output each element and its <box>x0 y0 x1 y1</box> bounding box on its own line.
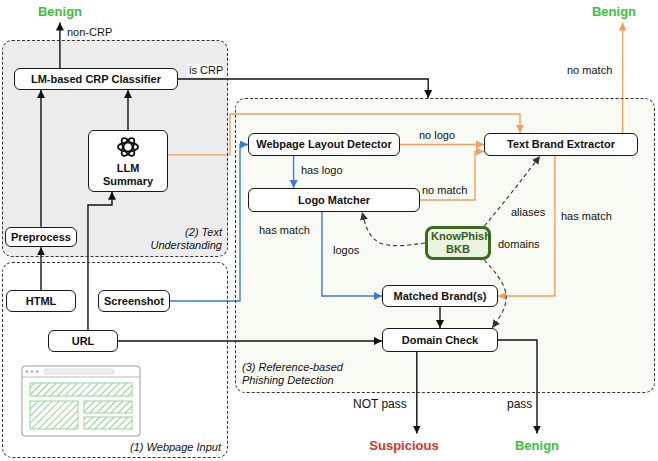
node-label: Matched Brand(s) <box>394 290 487 303</box>
node-label: Benign <box>515 438 559 453</box>
node-label: LM-based CRP Classifier <box>31 73 161 86</box>
group-heading: (1) Webpage Input <box>130 441 221 454</box>
node-label: KnowPhish BKB <box>431 230 485 255</box>
edge-label: logos <box>332 244 360 257</box>
llm-icon-stroke <box>119 136 137 158</box>
edge-label: domains <box>497 238 541 251</box>
edge-label: NOT pass <box>352 398 408 412</box>
llm-icon-stroke <box>118 143 138 152</box>
group-fill <box>2 262 228 458</box>
node-label: Screenshot <box>104 295 164 308</box>
group-heading: (2) Text Understanding <box>138 226 222 252</box>
group-region: (3) Reference-based Phishing Detection We… <box>235 98 655 393</box>
process-box: LLM Summary <box>88 130 168 191</box>
outcome-label: Suspicious <box>363 434 444 457</box>
input-box: URL <box>48 330 118 352</box>
outcome-label: Benign <box>505 434 569 457</box>
content-block <box>84 401 132 413</box>
node-label: HTML <box>26 295 57 308</box>
knowledge-base: KnowPhish BKB <box>425 226 491 260</box>
content-block <box>84 417 132 429</box>
group-region: (1) Webpage Input HTML ScreenshotURL <box>2 262 228 458</box>
node-label: LLM Summary <box>99 162 157 187</box>
flow-arrow <box>59 23 60 69</box>
group-heading: (3) Reference-based Phishing Detection <box>242 361 370 387</box>
edge-label: has match <box>560 210 613 223</box>
node-label: Domain Check <box>402 334 478 347</box>
outcome-label: Benign <box>582 0 646 23</box>
browser-window <box>22 366 140 436</box>
dashed-reference-arrow <box>362 212 425 246</box>
node-label: Suspicious <box>369 438 438 453</box>
group-fill <box>235 98 655 393</box>
group-fill <box>2 40 228 257</box>
content-block <box>30 401 78 429</box>
edge-label: no logo <box>418 129 456 142</box>
edge-label: non-CRP <box>66 26 113 39</box>
edge-label: has logo <box>300 164 344 177</box>
process-box: LM-based CRP Classifier <box>14 68 178 90</box>
process-box: Domain Check <box>382 328 498 352</box>
flow-arrow <box>439 307 440 328</box>
flow-arrow <box>118 340 382 341</box>
node-label: URL <box>72 335 95 348</box>
browser-button <box>36 370 39 373</box>
flow-arrow <box>178 79 428 98</box>
llm-icon <box>115 134 141 160</box>
node-label: Webpage Layout Detector <box>256 138 392 151</box>
flow-arrow <box>40 90 41 227</box>
llm-icon-stroke <box>119 136 137 158</box>
address-bar <box>44 369 114 374</box>
edge-label: is CRP <box>188 64 224 77</box>
process-box: Text Brand Extractor <box>484 133 638 156</box>
flow-arrow <box>40 247 41 290</box>
process-box: Preprocess <box>5 227 77 248</box>
edge-label: no match <box>421 184 468 197</box>
node-label: Benign <box>38 4 82 19</box>
flow-arrow <box>498 340 537 434</box>
browser-button <box>31 370 34 373</box>
flow-arrow <box>127 90 128 130</box>
input-box: Screenshot <box>98 290 170 312</box>
edge-label: pass <box>506 398 533 412</box>
node-label: Benign <box>592 4 636 19</box>
edge-label: no match <box>566 64 613 77</box>
browser-toolbar-line <box>22 377 140 378</box>
flow-arrow <box>400 144 484 145</box>
process-box: Webpage Layout Detector <box>248 133 400 156</box>
flow-arrow <box>622 23 623 134</box>
process-box: Logo Matcher <box>248 188 420 212</box>
process-box: Matched Brand(s) <box>382 285 498 307</box>
browser-illustration <box>22 366 140 436</box>
node-label: Text Brand Extractor <box>507 138 615 151</box>
flow-arrow <box>498 156 555 296</box>
flow-arrow <box>293 156 294 188</box>
flow-arrow <box>170 145 248 302</box>
input-box: HTML <box>6 290 76 312</box>
flow-arrow <box>420 151 484 200</box>
outcome-label: Benign <box>28 0 92 23</box>
node-label: Logo Matcher <box>298 194 370 207</box>
edge-label: has match <box>258 224 311 237</box>
browser-button <box>26 370 29 373</box>
edge-label: aliases <box>510 206 546 219</box>
node-label: Preprocess <box>11 231 71 244</box>
content-block <box>30 383 132 396</box>
flow-arrow <box>322 212 382 296</box>
